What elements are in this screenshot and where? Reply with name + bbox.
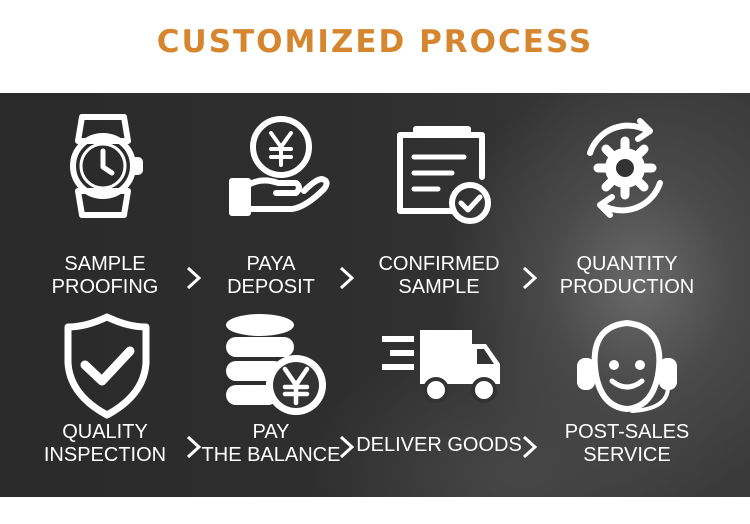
chevron-right-icon [184, 265, 204, 291]
gear-cycle-icon [570, 113, 680, 223]
coin-stack-yen-icon [222, 311, 332, 421]
step-label-deliver-goods: DELIVER GOODS [356, 434, 522, 456]
delivery-truck-icon [380, 318, 504, 428]
clipboard-check-icon [386, 121, 496, 231]
watch-icon [48, 111, 158, 221]
chevron-right-icon [337, 265, 357, 291]
shield-check-icon [52, 311, 162, 421]
chevron-right-icon [337, 434, 357, 460]
chevron-right-icon [184, 434, 204, 460]
page-title: CUSTOMIZED PROCESS [156, 24, 594, 60]
chevron-right-icon [520, 265, 540, 291]
headset-smile-icon [572, 313, 682, 423]
chevron-right-icon [520, 434, 540, 460]
bottom-strip [0, 497, 750, 524]
yen-coin-hand-icon [226, 111, 336, 221]
